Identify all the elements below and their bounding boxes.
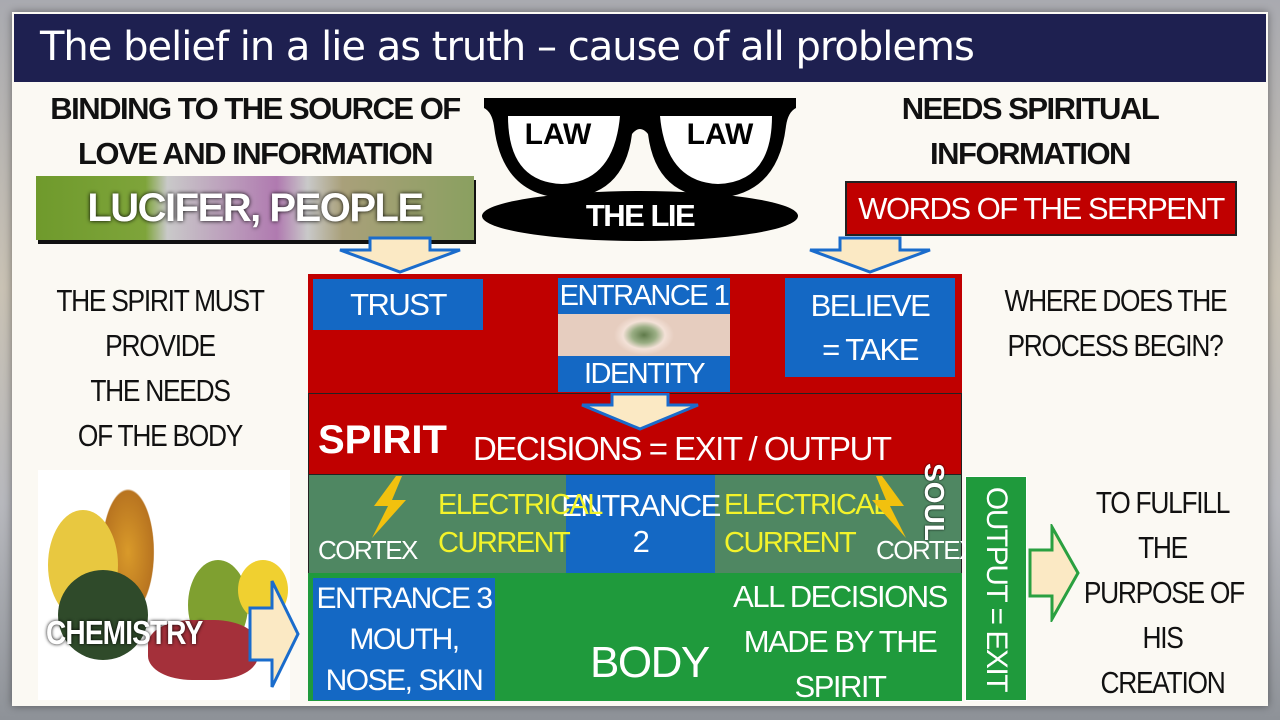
right-lens-label: LAW — [686, 118, 754, 151]
lightning-icon — [372, 476, 406, 538]
left-heading-line: LOVE AND INFORMATION — [77, 136, 434, 171]
entrance1-label: ENTRANCE 1 — [559, 279, 730, 312]
fruit-image — [38, 470, 290, 700]
text-line: PURPOSE OF — [1083, 575, 1245, 610]
spirit-label: SPIRIT — [318, 418, 447, 462]
text-line: HIS — [1142, 620, 1183, 655]
glasses-icon — [482, 98, 798, 241]
text-line: WHERE DOES THE — [1004, 283, 1228, 318]
text-line: OF THE BODY — [77, 418, 243, 453]
right-arrow-icon — [1028, 524, 1080, 622]
identity-label: IDENTITY — [583, 357, 706, 390]
left-lens-label: LAW — [524, 118, 592, 151]
entrance3-box: ENTRANCE 3 MOUTH, NOSE, SKIN — [313, 578, 495, 700]
text-line: PROVIDE — [105, 328, 216, 363]
left-heading: BINDING TO THE SOURCE OF LOVE AND INFORM… — [40, 86, 470, 176]
lucifer-people-banner: LUCIFER, PEOPLE — [36, 176, 474, 240]
output-exit-label: OUTPUT = EXIT — [980, 486, 1013, 692]
text-line: ENTRANCE 3 — [316, 581, 493, 615]
text-line: CURRENT — [724, 527, 857, 559]
electrical-left-label: ELECTRICAL CURRENT — [438, 486, 603, 562]
down-arrow-icon — [581, 393, 699, 431]
slide-title: The belief in a lie as truth – cause of … — [14, 14, 1266, 82]
text-line: CREATION — [1100, 665, 1225, 700]
cortex-right-label: CORTEX — [876, 535, 976, 565]
cortex-left-label: CORTEX — [318, 535, 418, 565]
down-arrow-icon — [809, 236, 931, 274]
electrical-right-label: ELECTRICAL CURRENT — [724, 486, 889, 562]
entrance2-box: ENTRANCE 2 — [561, 475, 721, 573]
chemistry-label: CHEMISTRY — [46, 614, 203, 651]
text-line: THE SPIRIT MUST — [56, 283, 265, 318]
right-side-text: WHERE DOES THE PROCESS BEGIN? — [1004, 278, 1228, 368]
text-line: MOUTH, — [349, 622, 460, 656]
text-line: MADE BY THE — [743, 624, 938, 659]
text-line: ELECTRICAL — [438, 489, 603, 521]
right-heading-line: NEEDS SPIRITUAL — [901, 91, 1160, 126]
lightning-icon — [872, 476, 906, 538]
right-arrow-icon — [248, 580, 300, 688]
all-decisions-text: ALL DECISIONS MADE BY THE SPIRIT — [730, 574, 950, 709]
believe-line: BELIEVE — [810, 287, 931, 323]
decisions-label: DECISIONS = EXIT / OUTPUT — [473, 430, 892, 467]
right-heading-line: INFORMATION — [930, 136, 1131, 171]
grapes — [148, 620, 258, 680]
text-line: ELECTRICAL — [724, 489, 889, 521]
eye-image — [558, 314, 730, 356]
down-arrow-icon — [339, 236, 461, 274]
output-exit-bar — [965, 476, 1027, 701]
trust-box: TRUST — [313, 279, 483, 330]
text-line: NOSE, SKIN — [325, 663, 484, 697]
left-heading-line: BINDING TO THE SOURCE OF — [50, 91, 461, 126]
soul-label: SOUL — [919, 463, 950, 541]
words-of-serpent-box: WORDS OF THE SERPENT — [845, 181, 1237, 236]
text-line: THE — [1138, 530, 1188, 565]
left-side-text: THE SPIRIT MUST PROVIDE THE NEEDS OF THE… — [50, 278, 271, 458]
text-line: TO FULFILL — [1095, 485, 1230, 520]
acorn-squash — [58, 570, 148, 660]
body-label: BODY — [590, 638, 710, 687]
text-line: ALL DECISIONS — [733, 579, 948, 614]
right-heading: NEEDS SPIRITUAL INFORMATION — [850, 86, 1210, 176]
text-line: SPIRIT — [794, 669, 887, 704]
believe-line: = TAKE — [822, 331, 919, 367]
text-line: CURRENT — [438, 527, 571, 559]
the-lie-label: THE LIE — [585, 198, 696, 233]
text-line: THE NEEDS — [90, 373, 231, 408]
text-line: PROCESS BEGIN? — [1007, 328, 1224, 363]
believe-box: BELIEVE = TAKE — [785, 278, 955, 377]
purpose-text: TO FULFILL THE PURPOSE OF HIS CREATION — [1083, 480, 1245, 705]
